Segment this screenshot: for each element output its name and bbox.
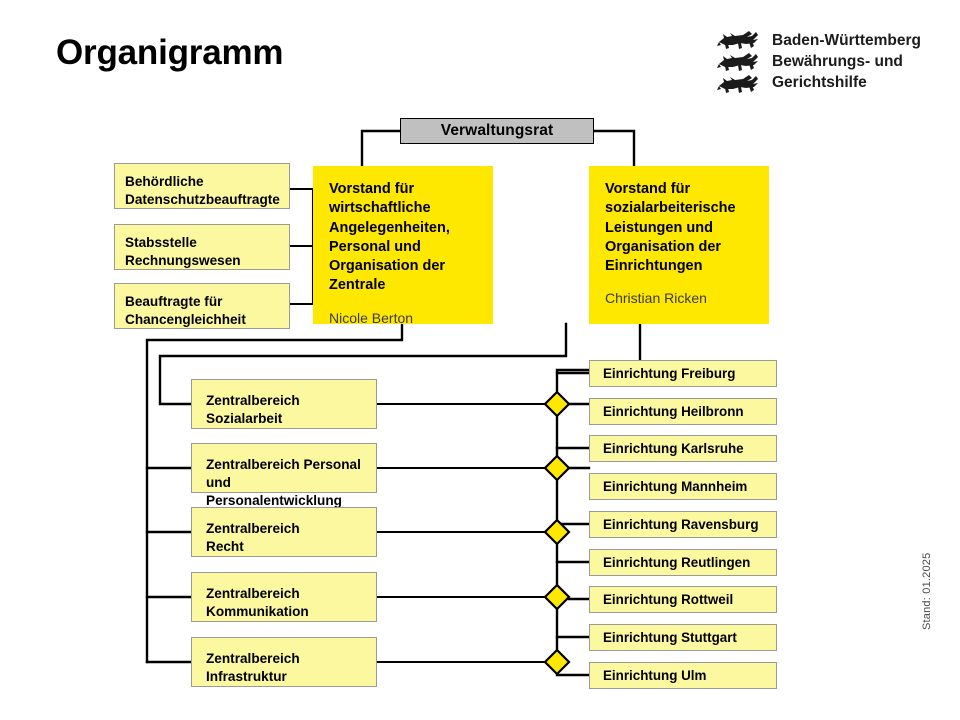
node-vorstand-sozialarbeit-person: Christian Ricken: [605, 290, 707, 307]
node-beauftragte-chancengleichheit[interactable]: Beauftragte für Chancengleichheit: [114, 283, 290, 329]
brand-line-3: Gerichtshilfe: [772, 74, 867, 92]
node-vorstand-wirtschaft[interactable]: Vorstand für wirtschaftliche Angelegenhe…: [313, 166, 493, 326]
node-einrichtung-rottweil-label: Einrichtung Rottweil: [603, 591, 734, 607]
wire-council-to-board-right: [592, 129, 636, 168]
node-zentralbereich-recht-label: Zentralbereich Recht: [206, 521, 300, 555]
node-einrichtung-ulm[interactable]: Einrichtung Ulm: [589, 662, 777, 689]
brand-line-1: Baden-Württemberg: [772, 32, 921, 49]
node-einrichtung-heilbronn-label: Einrichtung Heilbronn: [603, 403, 744, 419]
node-datenschutzbeauftragte[interactable]: Behördliche Datenschutzbeauftragte: [114, 163, 290, 209]
page-title: Organigramm: [56, 33, 284, 72]
node-zentralbereich-personal[interactable]: Zentralbereich Personal und Personalentw…: [191, 443, 377, 508]
node-beauftragte-chancengleichheit-label: Beauftragte für Chancengleichheit: [125, 294, 246, 328]
brand-line-2: Bewährungs- und: [772, 53, 903, 71]
junction-diamond-5: [543, 648, 571, 676]
revision-note: Stand: 01.2025: [921, 552, 933, 630]
brand-lockup: Baden-Württemberg Bewährungs- und Gerich…: [716, 29, 921, 95]
node-vorstand-sozialarbeit[interactable]: Vorstand für sozialarbeiterische Leistun…: [589, 166, 769, 324]
junction-diamond-1: [543, 390, 571, 418]
brand-text: Baden-Württemberg Bewährungs- und Gerich…: [772, 29, 921, 93]
node-einrichtung-mannheim-label: Einrichtung Mannheim: [603, 478, 748, 494]
node-einrichtung-ravensburg[interactable]: Einrichtung Ravensburg: [589, 511, 777, 538]
node-einrichtung-ulm-label: Einrichtung Ulm: [603, 667, 707, 683]
node-verwaltungsrat-label: Verwaltungsrat: [440, 122, 554, 139]
wire-council-to-board-left: [360, 129, 402, 168]
node-zentralbereich-kommunikation[interactable]: Zentralbereich Kommunikation: [191, 572, 377, 622]
node-einrichtung-reutlingen[interactable]: Einrichtung Reutlingen: [589, 549, 777, 576]
node-einrichtung-mannheim[interactable]: Einrichtung Mannheim: [589, 473, 777, 500]
node-einrichtung-stuttgart-label: Einrichtung Stuttgart: [603, 629, 737, 645]
node-verwaltungsrat[interactable]: Verwaltungsrat: [400, 118, 594, 144]
node-datenschutzbeauftragte-label: Behördliche Datenschutzbeauftragte: [125, 174, 280, 208]
junction-diamond-2: [543, 454, 571, 482]
node-einrichtung-heilbronn[interactable]: Einrichtung Heilbronn: [589, 398, 777, 425]
node-zentralbereich-sozialarbeit-label: Zentralbereich Sozialarbeit: [206, 393, 300, 427]
baden-wuerttemberg-three-lions-crest-icon: [717, 31, 758, 93]
node-einrichtung-stuttgart[interactable]: Einrichtung Stuttgart: [589, 624, 777, 651]
junction-diamond-3: [543, 518, 571, 546]
node-zentralbereich-infrastruktur[interactable]: Zentralbereich Infrastruktur: [191, 637, 377, 687]
node-vorstand-sozialarbeit-title: Vorstand für sozialarbeiterische Leistun…: [605, 181, 736, 275]
node-vorstand-wirtschaft-title: Vorstand für wirtschaftliche Angelegenhe…: [329, 181, 450, 294]
node-vorstand-wirtschaft-person: Nicole Berton: [329, 309, 414, 326]
node-einrichtung-karlsruhe-label: Einrichtung Karlsruhe: [603, 440, 744, 456]
node-einrichtung-freiburg[interactable]: Einrichtung Freiburg: [589, 360, 777, 387]
node-zentralbereich-kommunikation-label: Zentralbereich Kommunikation: [206, 586, 309, 620]
node-einrichtung-rottweil[interactable]: Einrichtung Rottweil: [589, 586, 777, 613]
node-stabsstelle-rechnungswesen-label: Stabsstelle Rechnungswesen: [125, 235, 241, 269]
junction-diamond-4: [543, 583, 571, 611]
node-einrichtung-freiburg-label: Einrichtung Freiburg: [603, 365, 736, 381]
node-zentralbereich-recht[interactable]: Zentralbereich Recht: [191, 507, 377, 557]
node-stabsstelle-rechnungswesen[interactable]: Stabsstelle Rechnungswesen: [114, 224, 290, 270]
node-einrichtung-karlsruhe[interactable]: Einrichtung Karlsruhe: [589, 435, 777, 462]
node-zentralbereich-infrastruktur-label: Zentralbereich Infrastruktur: [206, 651, 300, 685]
node-einrichtung-reutlingen-label: Einrichtung Reutlingen: [603, 554, 751, 570]
node-zentralbereich-sozialarbeit[interactable]: Zentralbereich Sozialarbeit: [191, 379, 377, 429]
node-zentralbereich-personal-label: Zentralbereich Personal und Personalentw…: [206, 457, 361, 509]
node-einrichtung-ravensburg-label: Einrichtung Ravensburg: [603, 516, 759, 532]
